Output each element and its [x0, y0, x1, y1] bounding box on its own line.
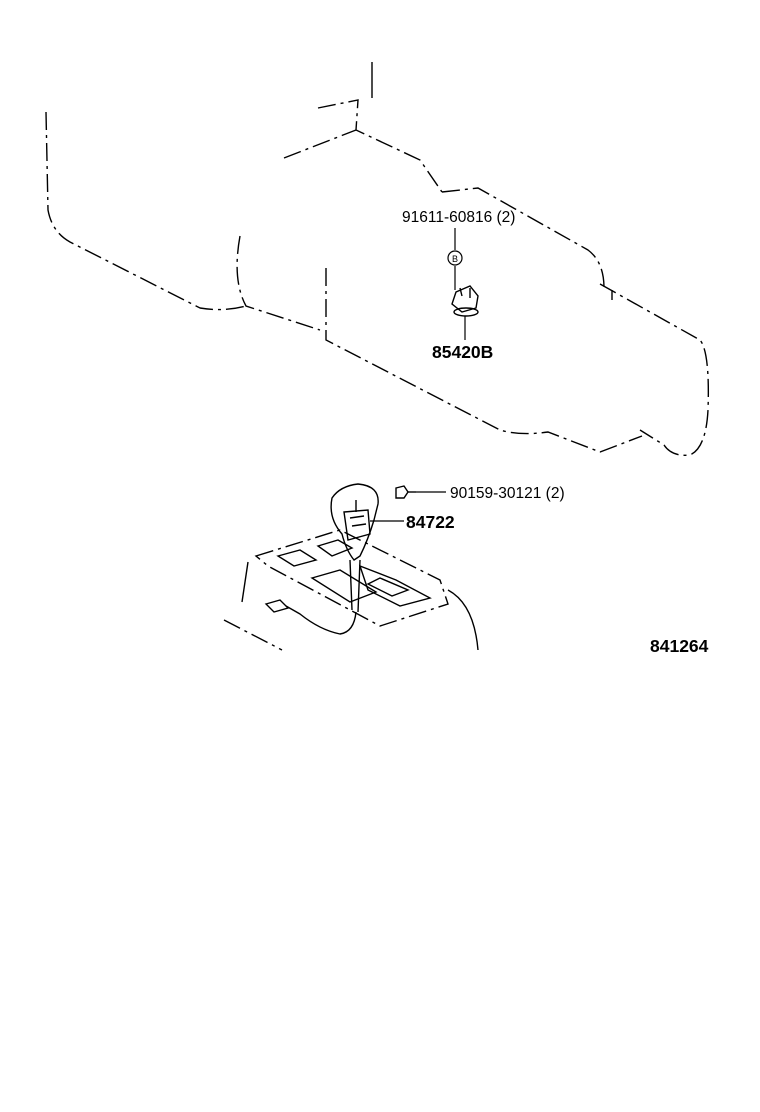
vehicle-body-outline — [45, 62, 709, 456]
callout-bolt-shift: 90159-30121 (2) — [450, 485, 565, 502]
callout-sensor: 85420B — [432, 342, 493, 362]
bolt-shift-part — [395, 485, 416, 499]
wire-harness — [264, 599, 357, 635]
sensor-part-85420b — [451, 285, 479, 317]
shift-knob — [330, 483, 379, 613]
bolt-marker-label: B — [452, 254, 458, 264]
callout-switch: 84722 — [406, 512, 455, 532]
figure-id: 841264 — [650, 636, 709, 656]
shift-console-outline — [223, 529, 479, 651]
callout-bolt-top: 91611-60816 (2) — [402, 209, 515, 226]
bolt-marker-circle — [447, 250, 463, 266]
